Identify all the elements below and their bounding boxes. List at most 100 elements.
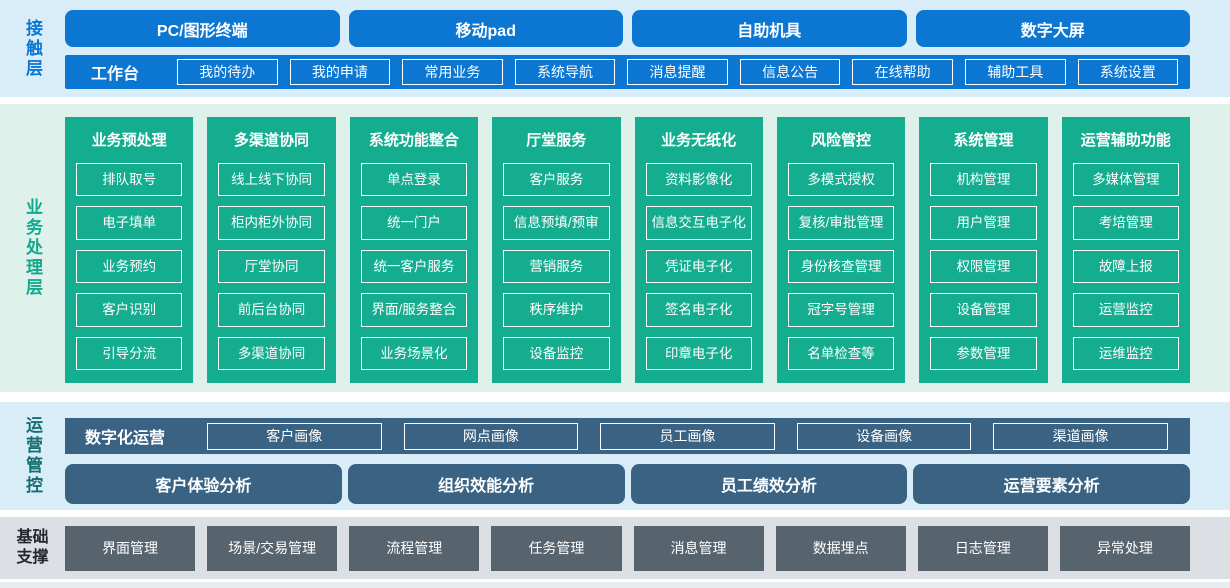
foundation-layer-label-area: 基础支撑 (0, 517, 65, 579)
foundation-scenario-transaction-mgmt[interactable]: 场景/交易管理 (207, 525, 338, 571)
feature-marketing-service[interactable]: 营销服务 (503, 249, 610, 284)
feature-lobby-collab[interactable]: 厅堂协同 (218, 249, 325, 284)
channel-button-mobile-pad[interactable]: 移动pad (348, 10, 623, 47)
feature-order-maintenance[interactable]: 秩序维护 (503, 293, 610, 327)
column-multichannel-collaboration: 多渠道协同 线上线下协同 柜内柜外协同 厅堂协同 前后台协同 多渠道协同 (207, 117, 336, 383)
feature-guided-diversion[interactable]: 引导分流 (76, 336, 183, 371)
feature-device-monitoring[interactable]: 设备监控 (503, 336, 610, 371)
feature-info-prefill-preaudit[interactable]: 信息预填/预审 (503, 206, 610, 240)
workbench-item-auxiliary-tools[interactable]: 辅助工具 (964, 59, 1066, 85)
profile-branch[interactable]: 网点画像 (403, 422, 579, 450)
operations-layer-label-area: 运营管控 (0, 402, 65, 510)
workbench-item-system-settings[interactable]: 系统设置 (1077, 59, 1179, 85)
workbench-item-message-alerts[interactable]: 消息提醒 (627, 59, 728, 85)
column-title: 系统管理 (953, 131, 1014, 149)
feature-serial-number-mgmt[interactable]: 冠字号管理 (787, 293, 895, 327)
profile-channel[interactable]: 渠道画像 (993, 422, 1168, 450)
channel-button-self-service[interactable]: 自助机具 (632, 10, 907, 47)
analytics-customer-experience[interactable]: 客户体验分析 (65, 464, 342, 504)
contact-layer-content: PC/图形终端 移动pad 自助机具 数字大屏 工作台 我的待办 我的申请 常用… (65, 0, 1230, 97)
digital-operations-label: 数字化运营 (84, 430, 165, 447)
feature-business-appointment[interactable]: 业务预约 (76, 249, 183, 284)
feature-electronic-info-exchange[interactable]: 信息交互电子化 (645, 206, 752, 240)
feature-online-offline-collab[interactable]: 线上线下协同 (218, 163, 325, 197)
feature-electronic-vouchers[interactable]: 凭证电子化 (645, 249, 752, 284)
profile-equipment[interactable]: 设备画像 (796, 422, 972, 450)
feature-queue-ticketing[interactable]: 排队取号 (76, 163, 183, 197)
feature-review-approval-mgmt[interactable]: 复核/审批管理 (787, 206, 895, 240)
feature-counter-collab[interactable]: 柜内柜外协同 (218, 206, 325, 240)
feature-operation-monitoring[interactable]: 运营监控 (1072, 293, 1179, 327)
foundation-exception-handling[interactable]: 异常处理 (1059, 525, 1190, 571)
foundation-row: 界面管理 场景/交易管理 流程管理 任务管理 消息管理 数据埋点 日志管理 异常… (65, 517, 1230, 579)
feature-identity-verification-mgmt[interactable]: 身份核查管理 (787, 249, 895, 284)
column-risk-control: 风险管控 多模式授权 复核/审批管理 身份核查管理 冠字号管理 名单检查等 (776, 117, 906, 383)
foundation-support-layer: 基础支撑 界面管理 场景/交易管理 流程管理 任务管理 消息管理 数据埋点 日志… (0, 517, 1230, 579)
operations-layer-content: 数字化运营 客户画像 网点画像 员工画像 设备画像 渠道画像 客户体验分析 组织… (65, 402, 1230, 510)
column-title: 业务预处理 (91, 131, 167, 149)
workbench-item-my-todo[interactable]: 我的待办 (177, 59, 278, 85)
feature-customer-identification[interactable]: 客户识别 (76, 293, 183, 327)
feature-unified-portal[interactable]: 统一门户 (360, 206, 468, 240)
foundation-message-mgmt[interactable]: 消息管理 (633, 525, 764, 571)
operations-control-layer: 运营管控 数字化运营 客户画像 网点画像 员工画像 设备画像 渠道画像 客户体验… (0, 402, 1230, 510)
analytics-employee-performance[interactable]: 员工绩效分析 (630, 464, 908, 504)
workbench-item-info-announcements[interactable]: 信息公告 (739, 59, 841, 85)
foundation-data-tracking[interactable]: 数据埋点 (775, 525, 906, 571)
channel-button-pc-terminal[interactable]: PC/图形终端 (65, 10, 340, 47)
channel-button-digital-screen[interactable]: 数字大屏 (915, 10, 1190, 47)
column-title: 业务无纸化 (661, 131, 737, 149)
column-title: 风险管控 (811, 131, 872, 149)
profile-employee[interactable]: 员工画像 (600, 422, 775, 450)
feature-parameter-mgmt[interactable]: 参数管理 (930, 336, 1037, 371)
feature-list-checking[interactable]: 名单检查等 (787, 336, 895, 371)
workbench-label: 工作台 (90, 66, 139, 83)
feature-electronic-signature[interactable]: 签名电子化 (645, 293, 752, 327)
analytics-organizational-efficiency[interactable]: 组织效能分析 (347, 464, 625, 504)
feature-document-imaging[interactable]: 资料影像化 (645, 163, 752, 197)
feature-single-sign-on[interactable]: 单点登录 (360, 163, 468, 197)
foundation-log-mgmt[interactable]: 日志管理 (917, 525, 1048, 571)
feature-ui-service-integration[interactable]: 界面/服务整合 (360, 293, 468, 327)
workbench-item-my-applications[interactable]: 我的申请 (289, 59, 391, 85)
operations-layer-label: 运营管控 (23, 416, 42, 496)
feature-customer-service[interactable]: 客户服务 (503, 163, 610, 197)
feature-electronic-forms[interactable]: 电子填单 (76, 206, 183, 240)
business-layer-label-area: 业务处理层 (0, 104, 65, 392)
column-system-function-integration: 系统功能整合 单点登录 统一门户 统一客户服务 界面/服务整合 业务场景化 (349, 117, 479, 383)
workbench-item-system-navigation[interactable]: 系统导航 (514, 59, 616, 85)
feature-fault-reporting[interactable]: 故障上报 (1072, 249, 1179, 284)
feature-equipment-mgmt[interactable]: 设备管理 (930, 293, 1037, 327)
column-title: 多渠道协同 (234, 131, 310, 149)
feature-organization-mgmt[interactable]: 机构管理 (930, 163, 1037, 197)
workbench-item-common-business[interactable]: 常用业务 (402, 59, 503, 85)
feature-user-mgmt[interactable]: 用户管理 (930, 206, 1037, 240)
feature-permission-mgmt[interactable]: 权限管理 (930, 249, 1037, 284)
feature-unified-customer-service[interactable]: 统一客户服务 (360, 249, 468, 284)
feature-ops-maintenance-monitoring[interactable]: 运维监控 (1072, 336, 1179, 371)
column-title: 系统功能整合 (368, 131, 459, 149)
workbench-item-online-help[interactable]: 在线帮助 (852, 59, 953, 85)
feature-training-mgmt[interactable]: 考培管理 (1072, 206, 1179, 240)
feature-electronic-seal[interactable]: 印章电子化 (645, 336, 752, 371)
business-columns: 业务预处理 排队取号 电子填单 业务预约 客户识别 引导分流 多渠道协同 线上线… (65, 104, 1230, 392)
contact-layer-label-area: 接触层 (0, 0, 65, 97)
column-lobby-services: 厅堂服务 客户服务 信息预填/预审 营销服务 秩序维护 设备监控 (492, 117, 621, 383)
feature-multimedia-mgmt[interactable]: 多媒体管理 (1072, 163, 1179, 197)
foundation-ui-mgmt[interactable]: 界面管理 (65, 525, 196, 571)
business-layer-label: 业务处理层 (23, 198, 42, 298)
feature-business-scenarios[interactable]: 业务场景化 (360, 336, 468, 371)
profile-customer[interactable]: 客户画像 (207, 422, 382, 450)
analytics-operation-elements[interactable]: 运营要素分析 (913, 464, 1190, 504)
analytics-row: 客户体验分析 组织效能分析 员工绩效分析 运营要素分析 (65, 464, 1190, 504)
digital-operations-bar: 数字化运营 客户画像 网点画像 员工画像 设备画像 渠道画像 (65, 418, 1190, 454)
column-business-preprocessing: 业务预处理 排队取号 电子填单 业务预约 客户识别 引导分流 (65, 117, 194, 383)
foundation-task-mgmt[interactable]: 任务管理 (491, 525, 622, 571)
feature-multichannel-collab[interactable]: 多渠道协同 (218, 336, 325, 371)
channel-row: PC/图形终端 移动pad 自助机具 数字大屏 (65, 0, 1190, 47)
feature-multimode-authorization[interactable]: 多模式授权 (787, 163, 895, 197)
feature-front-back-collab[interactable]: 前后台协同 (218, 293, 325, 327)
business-processing-layer: 业务处理层 业务预处理 排队取号 电子填单 业务预约 客户识别 引导分流 多渠道… (0, 104, 1230, 392)
foundation-process-mgmt[interactable]: 流程管理 (349, 525, 480, 571)
